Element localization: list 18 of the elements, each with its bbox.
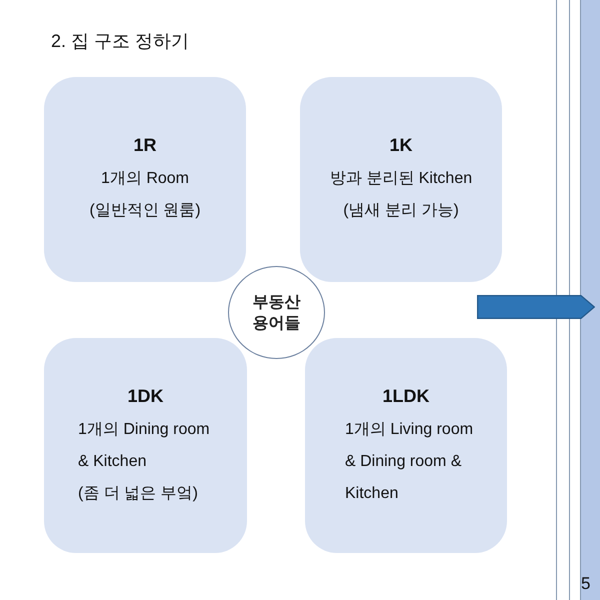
term-card [44,338,247,553]
card-description: 방과 분리된 Kitchen [330,169,472,189]
card-note: (일반적인 원룸) [89,201,201,221]
card-description: 1개의 Dining room & Kitchen [78,420,211,472]
card-heading: 1K [389,134,412,157]
circle-label: 부동산 용어들 [252,292,302,334]
term-card [300,77,502,282]
card-description: 1개의 Living room & Dining room & Kitchen [345,420,474,504]
page-number: 5 [581,574,590,594]
card-heading: 1DK [127,385,164,408]
card-description: 1개의 Room [100,169,190,189]
card-heading: 1R [133,134,156,157]
term-card [44,77,246,282]
slide-title: 2. 집 구조 정하기 [51,30,190,53]
card-note: (좀 더 넓은 부엌) [78,484,199,504]
card-heading: 1LDK [382,385,430,408]
term-card [305,338,507,553]
card-note: (냄새 분리 가능) [343,201,459,221]
